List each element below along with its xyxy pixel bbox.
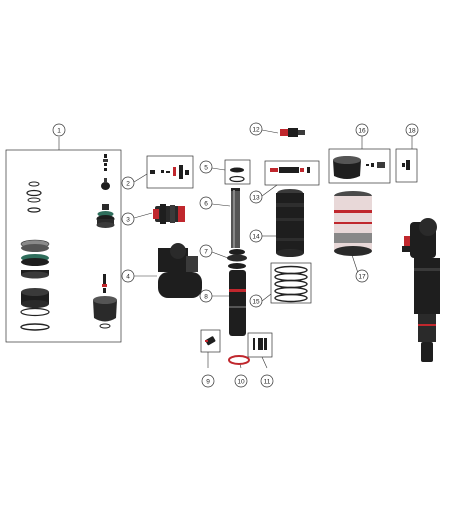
callout-15: 15 [249,294,263,308]
callout-1: 1 [52,123,66,137]
part-group-15 [261,262,312,304]
callout-13: 13 [249,190,263,204]
callout-2: 2 [121,176,135,190]
part-group-12 [261,128,305,137]
svg-text:5: 5 [204,165,208,172]
seal-stack-part [20,239,50,331]
svg-text:4: 4 [126,274,130,281]
kit-13-frame [264,160,320,186]
part-group-4 [134,243,202,298]
callout-14: 14 [249,229,263,243]
callout-3: 3 [121,212,135,226]
svg-text:17: 17 [358,274,366,281]
part-group-18 [395,136,418,183]
svg-text:3: 3 [126,217,130,224]
cap-part [93,274,117,329]
assembled-shock [402,218,440,362]
callout-12: 12 [249,122,263,136]
callout-5: 5 [199,160,213,174]
svg-text:14: 14 [252,234,260,241]
callout-16: 16 [355,123,369,137]
svg-text:12: 12 [252,127,260,134]
part-group-8 [212,270,246,336]
callout-7: 7 [199,244,213,258]
part-group-13 [261,160,320,197]
kit-9-frame [200,329,221,353]
callout-6: 6 [199,196,213,210]
part-group-6 [211,188,240,248]
callout-17: 17 [355,269,369,283]
callout-8: 8 [199,289,213,303]
svg-text:11: 11 [264,379,271,386]
svg-text:10: 10 [237,379,245,386]
callout-11: 11 [260,374,274,388]
kit-15-frame [270,262,312,304]
part-group-7 [211,249,247,269]
valve-part [101,154,110,190]
kit-5-frame [224,159,251,185]
kit-2-frame [146,155,194,189]
svg-text:6: 6 [204,201,208,208]
svg-text:13: 13 [252,195,260,202]
callouts: 1 2 3 4 5 6 7 8 9 10 11 12 13 14 15 16 1… [52,122,419,388]
part-group-1 [5,137,122,343]
svg-text:15: 15 [252,299,260,306]
part-group-16 [328,136,391,184]
svg-text:9: 9 [206,379,210,386]
part-group-10 [228,355,250,369]
svg-text:1: 1 [57,128,61,135]
callout-4: 4 [121,269,135,283]
kit-1-frame [5,149,122,343]
callout-10: 10 [234,374,248,388]
callout-9: 9 [201,374,215,388]
callout-18: 18 [405,123,419,137]
kit-11-frame [247,332,273,358]
svg-text:7: 7 [204,249,208,256]
part-group-3 [133,204,185,224]
part-group-17 [334,191,372,274]
svg-text:2: 2 [126,181,130,188]
svg-text:8: 8 [204,294,208,301]
kit-16-frame [328,148,391,184]
part-group-9 [200,329,221,368]
svg-text:16: 16 [358,128,366,135]
part-group-2 [133,155,194,189]
part-group-5 [211,159,251,185]
part-group-11 [247,332,273,369]
kit-18-frame [395,148,418,183]
valve-cluster-part [96,204,115,228]
part-group-14 [262,189,304,257]
svg-text:18: 18 [408,128,416,135]
